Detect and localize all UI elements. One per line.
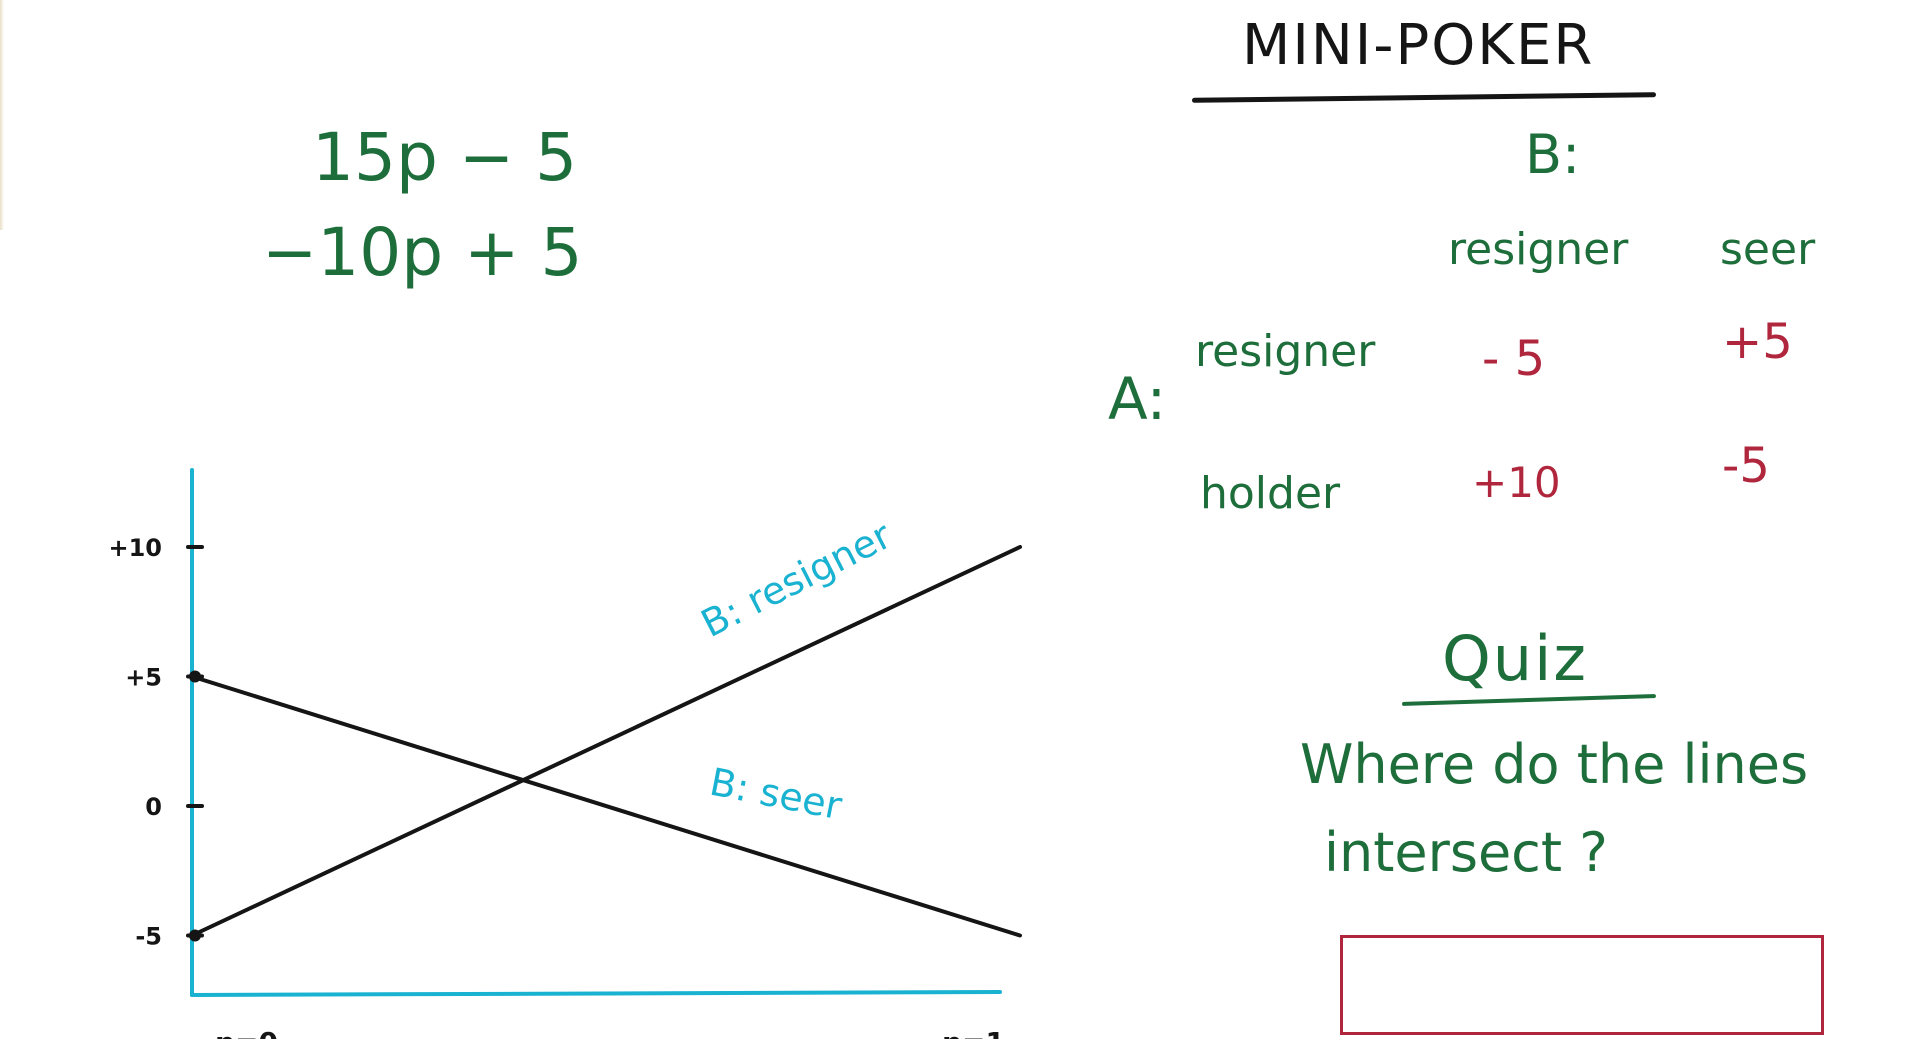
quiz-question-line-2: intersect ? xyxy=(1324,821,1608,884)
payoff-cell: -5 xyxy=(1722,438,1770,494)
payoff-cell: +10 xyxy=(1472,458,1561,507)
y-tick-label: -5 xyxy=(135,923,162,951)
series-line xyxy=(190,545,1022,938)
player-b-label: B: xyxy=(1525,123,1581,186)
payoff-cell: - 5 xyxy=(1482,331,1546,387)
title-underline xyxy=(1191,92,1657,103)
quiz-underline xyxy=(1401,694,1657,706)
y-tick-label: +5 xyxy=(125,664,162,692)
y-tick-label: +10 xyxy=(108,534,162,562)
column-header-resigner: resigner xyxy=(1448,224,1629,275)
chart-lines xyxy=(189,545,1022,942)
series-start-point xyxy=(189,929,201,942)
series-label-seer: B: seer xyxy=(706,760,845,829)
page-title: MINI-POKER xyxy=(1242,13,1595,78)
x-axis xyxy=(190,990,1002,997)
player-a-label: A: xyxy=(1108,365,1167,433)
payoff-chart: +10 +5 0 -5 p=0 p=1 B: resigner B: seer xyxy=(108,468,1022,1039)
equation-resigner: 15p − 5 xyxy=(312,119,578,196)
equation-seer: −10p + 5 xyxy=(262,214,583,291)
payoff-cell: +5 xyxy=(1722,314,1793,370)
series-start-point xyxy=(189,670,201,683)
chart-labels: +10 +5 0 -5 p=0 p=1 B: resigner B: seer xyxy=(108,513,1005,1039)
quiz-title: Quiz xyxy=(1442,622,1588,695)
row-header-holder: holder xyxy=(1200,468,1341,519)
x-tick-label: p=1 xyxy=(942,1026,1005,1039)
y-tick-label: 0 xyxy=(145,793,162,821)
board-edge xyxy=(0,0,4,230)
x-tick-label: p=0 xyxy=(215,1026,278,1039)
row-header-resigner: resigner xyxy=(1195,326,1376,377)
series-line xyxy=(190,674,1022,938)
quiz-question-line-1: Where do the lines xyxy=(1300,733,1809,796)
answer-input-box[interactable] xyxy=(1340,935,1824,1035)
column-header-seer: seer xyxy=(1720,224,1816,275)
series-label-resigner: B: resigner xyxy=(694,513,898,646)
